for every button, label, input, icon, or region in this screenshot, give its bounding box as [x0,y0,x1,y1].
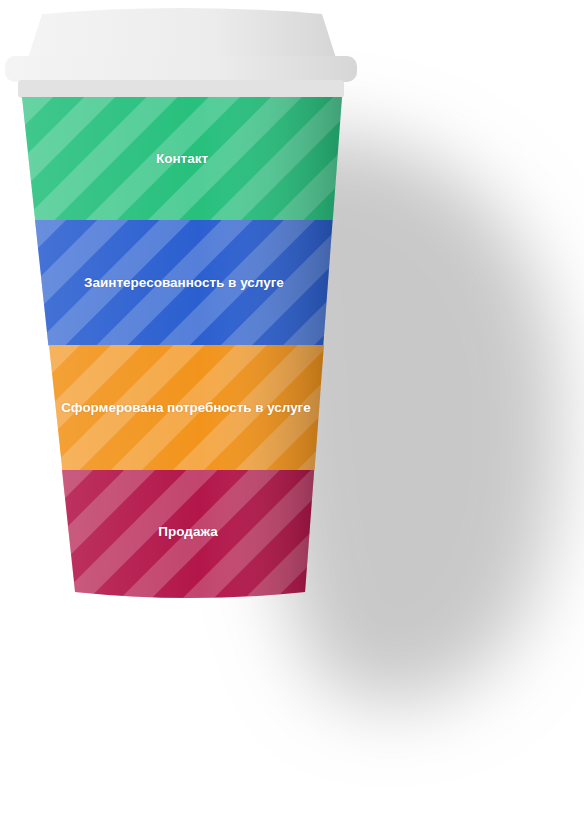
band-stripes [22,97,342,221]
band-stripes [62,470,314,598]
band-label: Продажа [158,524,217,539]
band-shade [49,345,324,471]
funnel-band: Заинтересованность в услуге [35,220,333,345]
band-label: Сформерована потребность в услуге [61,400,310,415]
band-label: Заинтересованность в услуге [84,275,284,290]
band-shade [62,470,314,598]
band-label: Контакт [156,151,208,166]
funnel-band: Контакт [22,97,342,220]
band-stripes [35,220,333,346]
band-fill [35,220,333,346]
band-shade [22,97,342,221]
band-fill [22,97,342,221]
band-stripes [49,345,324,471]
funnel-band: Сформерована потребность в услуге [49,345,324,470]
band-fill [62,470,314,598]
lid-top [28,8,336,58]
funnel-band: Продажа [62,470,314,592]
band-shade [35,220,333,346]
band-fill [49,345,324,471]
lid-rim [5,56,357,82]
lid-base [18,80,344,98]
